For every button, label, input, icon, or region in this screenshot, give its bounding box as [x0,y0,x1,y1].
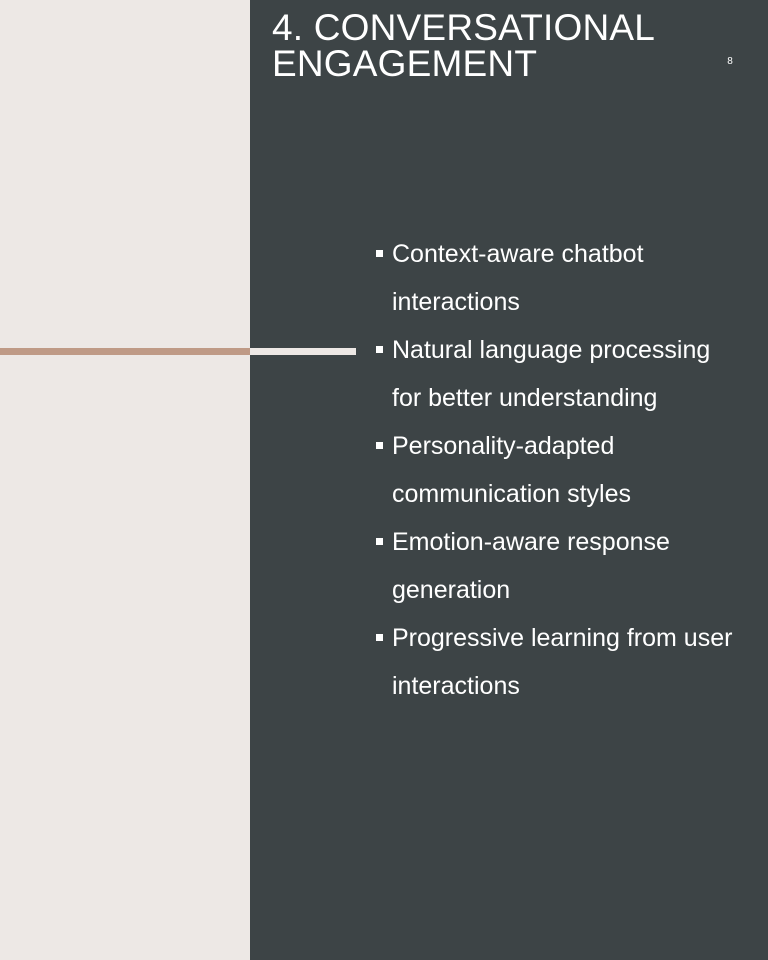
bullet-item: Natural language processing for better u… [374,326,744,422]
light-divider-line [250,348,356,355]
dark-content-panel [250,0,768,960]
bullet-item: Progressive learning from user interacti… [374,614,744,710]
bullet-text: Personality-adapted communication styles [392,432,631,508]
bullet-text: Context-aware chatbot interactions [392,240,644,316]
bullet-item: Context-aware chatbot interactions [374,230,744,326]
slide-number: 8 [727,56,733,67]
square-bullet-icon [376,634,383,641]
square-bullet-icon [376,538,383,545]
bullet-text: Natural language processing for better u… [392,336,711,412]
slide-title: 4. CONVERSATIONAL ENGAGEMENT [272,7,654,84]
bullet-item: Emotion-aware response generation [374,518,744,614]
square-bullet-icon [376,250,383,257]
bullet-item: Personality-adapted communication styles [374,422,744,518]
bullet-list: Context-aware chatbot interactions Natur… [374,230,744,710]
square-bullet-icon [376,442,383,449]
accent-divider-line [0,348,250,355]
square-bullet-icon [376,346,383,353]
bullet-text: Emotion-aware response generation [392,528,670,604]
bullet-text: Progressive learning from user interacti… [392,624,733,700]
